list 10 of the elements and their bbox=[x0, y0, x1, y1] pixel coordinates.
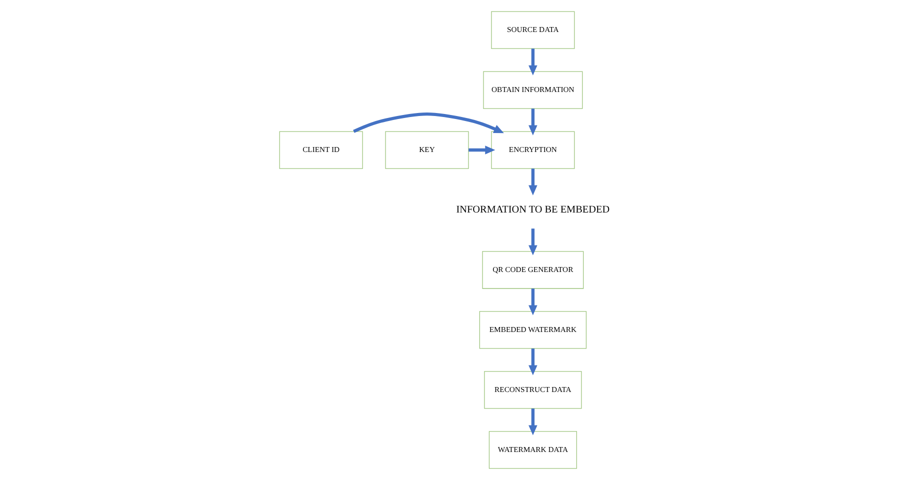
arrow bbox=[468, 145, 496, 154]
node-text: INFORMATION TO BE EMBEDED bbox=[456, 204, 610, 215]
arrow bbox=[528, 408, 538, 435]
arrow bbox=[528, 48, 538, 75]
arrow bbox=[528, 348, 538, 375]
arrow bbox=[353, 112, 504, 133]
arrow bbox=[528, 288, 538, 315]
arrow bbox=[528, 108, 538, 135]
arrow bbox=[528, 228, 538, 255]
arrow bbox=[528, 168, 538, 195]
